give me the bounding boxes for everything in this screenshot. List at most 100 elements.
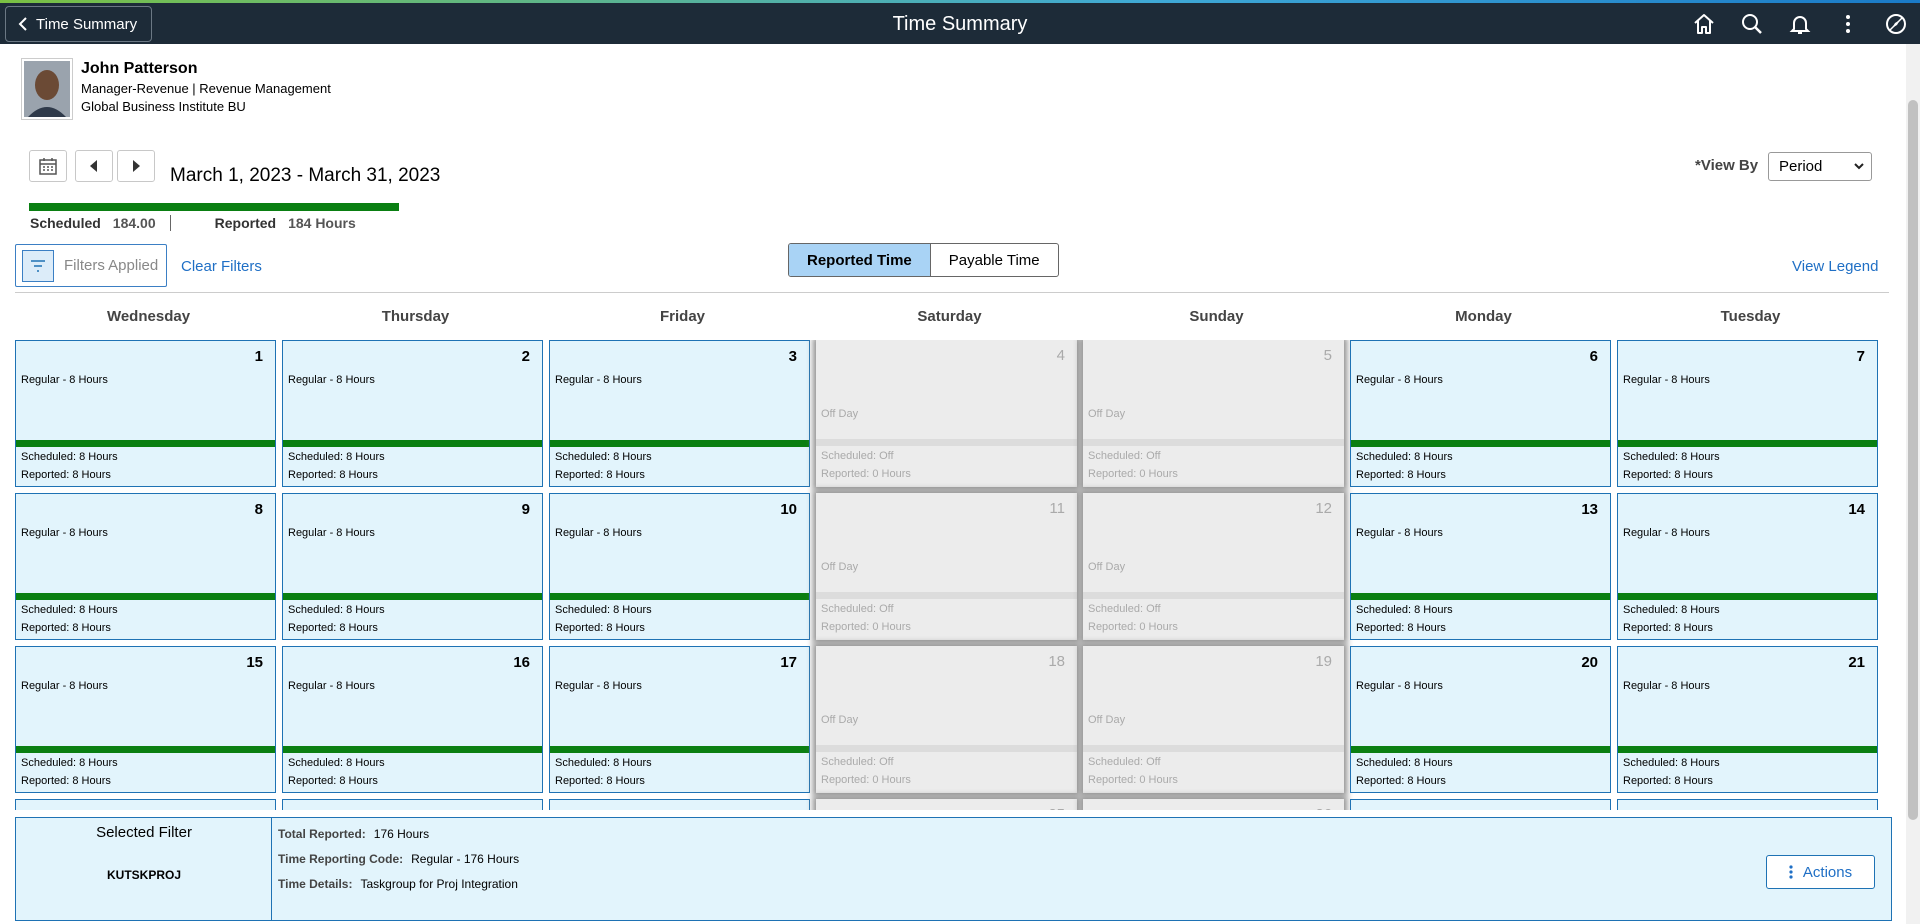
time-entry[interactable]: Regular - 8 Hours (21, 374, 108, 386)
header-bar: Time Summary Time Summary (0, 3, 1920, 44)
day-progress-bar (550, 440, 809, 447)
weekday-label: Tuesday (1720, 308, 1781, 325)
time-entry[interactable]: Regular - 8 Hours (555, 374, 642, 386)
time-details-value: Taskgroup for Proj Integration (360, 877, 518, 891)
time-entry[interactable]: Regular - 8 Hours (288, 680, 375, 692)
calendar-button[interactable] (29, 150, 67, 182)
day-number: 25 (1048, 806, 1065, 810)
day-number: 17 (780, 654, 797, 671)
day-reported: Reported: 8 Hours (21, 775, 111, 787)
tab-reported-time[interactable]: Reported Time (789, 244, 931, 276)
actions-button[interactable]: Actions (1766, 855, 1875, 889)
time-entry[interactable]: Regular - 8 Hours (1623, 680, 1710, 692)
day-scheduled: Scheduled: Off (821, 756, 894, 768)
day-scheduled: Scheduled: 8 Hours (21, 757, 118, 769)
clear-filters-link[interactable]: Clear Filters (181, 258, 262, 275)
total-reported-value: 176 Hours (373, 827, 430, 841)
time-entry[interactable]: Regular - 8 Hours (1623, 374, 1710, 386)
view-legend-link[interactable]: View Legend (1792, 258, 1879, 275)
day-scheduled: Scheduled: 8 Hours (1356, 757, 1453, 769)
day-scheduled: Scheduled: 8 Hours (555, 451, 652, 463)
off-day-label: Off Day (1088, 714, 1126, 726)
previous-period-button[interactable] (75, 150, 113, 182)
day-reported: Reported: 0 Hours (821, 621, 911, 633)
day-number: 2 (521, 348, 530, 365)
tab-payable-time[interactable]: Payable Time (948, 251, 1040, 269)
scheduled-label: Scheduled (30, 215, 101, 231)
search-icon[interactable] (1728, 7, 1776, 41)
filter-icon[interactable] (22, 249, 54, 282)
day-number: 26 (1315, 806, 1332, 810)
day-scheduled: Scheduled: 8 Hours (288, 451, 385, 463)
view-by-select[interactable]: Period (1768, 152, 1872, 181)
day-progress-bar (816, 439, 1077, 446)
day-number: 27 (1581, 807, 1598, 810)
day-scheduled: Scheduled: Off (821, 450, 894, 462)
day-number: 24 (780, 807, 797, 810)
weekday-label: Friday (659, 308, 705, 325)
caret-right-icon (133, 160, 140, 172)
day-reported: Reported: 0 Hours (821, 774, 911, 786)
scrollbar-thumb[interactable] (1908, 100, 1918, 820)
day-reported: Reported: 8 Hours (555, 775, 645, 787)
page-scrollbar[interactable] (1906, 44, 1920, 924)
day-scheduled: Scheduled: 8 Hours (21, 604, 118, 616)
day-progress-bar (16, 440, 275, 447)
time-entry[interactable]: Regular - 8 Hours (1356, 374, 1443, 386)
day-reported: Reported: 8 Hours (21, 622, 111, 634)
time-entry[interactable]: Regular - 8 Hours (555, 680, 642, 692)
day-reported: Reported: 8 Hours (288, 775, 378, 787)
day-reported: Reported: 8 Hours (1356, 469, 1446, 481)
bell-icon[interactable] (1776, 7, 1824, 41)
next-period-button[interactable] (117, 150, 155, 182)
day-reported: Reported: 8 Hours (555, 469, 645, 481)
time-entry[interactable]: Regular - 8 Hours (288, 374, 375, 386)
time-entry[interactable]: Regular - 8 Hours (1356, 680, 1443, 692)
day-progress-bar (816, 745, 1077, 752)
time-entry[interactable]: Regular - 8 Hours (555, 527, 642, 539)
time-entry[interactable]: Regular - 8 Hours (21, 527, 108, 539)
day-number: 7 (1856, 348, 1865, 365)
trc-value: Regular - 176 Hours (411, 852, 520, 866)
filters-applied-box[interactable]: Filters Applied (15, 244, 167, 287)
time-entry[interactable]: Regular - 8 Hours (288, 527, 375, 539)
off-day-label: Off Day (821, 561, 859, 573)
home-icon[interactable] (1680, 7, 1728, 41)
more-vertical-icon[interactable] (1824, 7, 1872, 41)
avatar (21, 58, 73, 120)
time-entry[interactable]: Regular - 8 Hours (1623, 527, 1710, 539)
time-entry[interactable]: Regular - 8 Hours (21, 680, 108, 692)
compass-icon[interactable] (1872, 7, 1920, 41)
back-button[interactable]: Time Summary (5, 6, 153, 42)
time-entry[interactable]: Regular - 8 Hours (1356, 527, 1443, 539)
